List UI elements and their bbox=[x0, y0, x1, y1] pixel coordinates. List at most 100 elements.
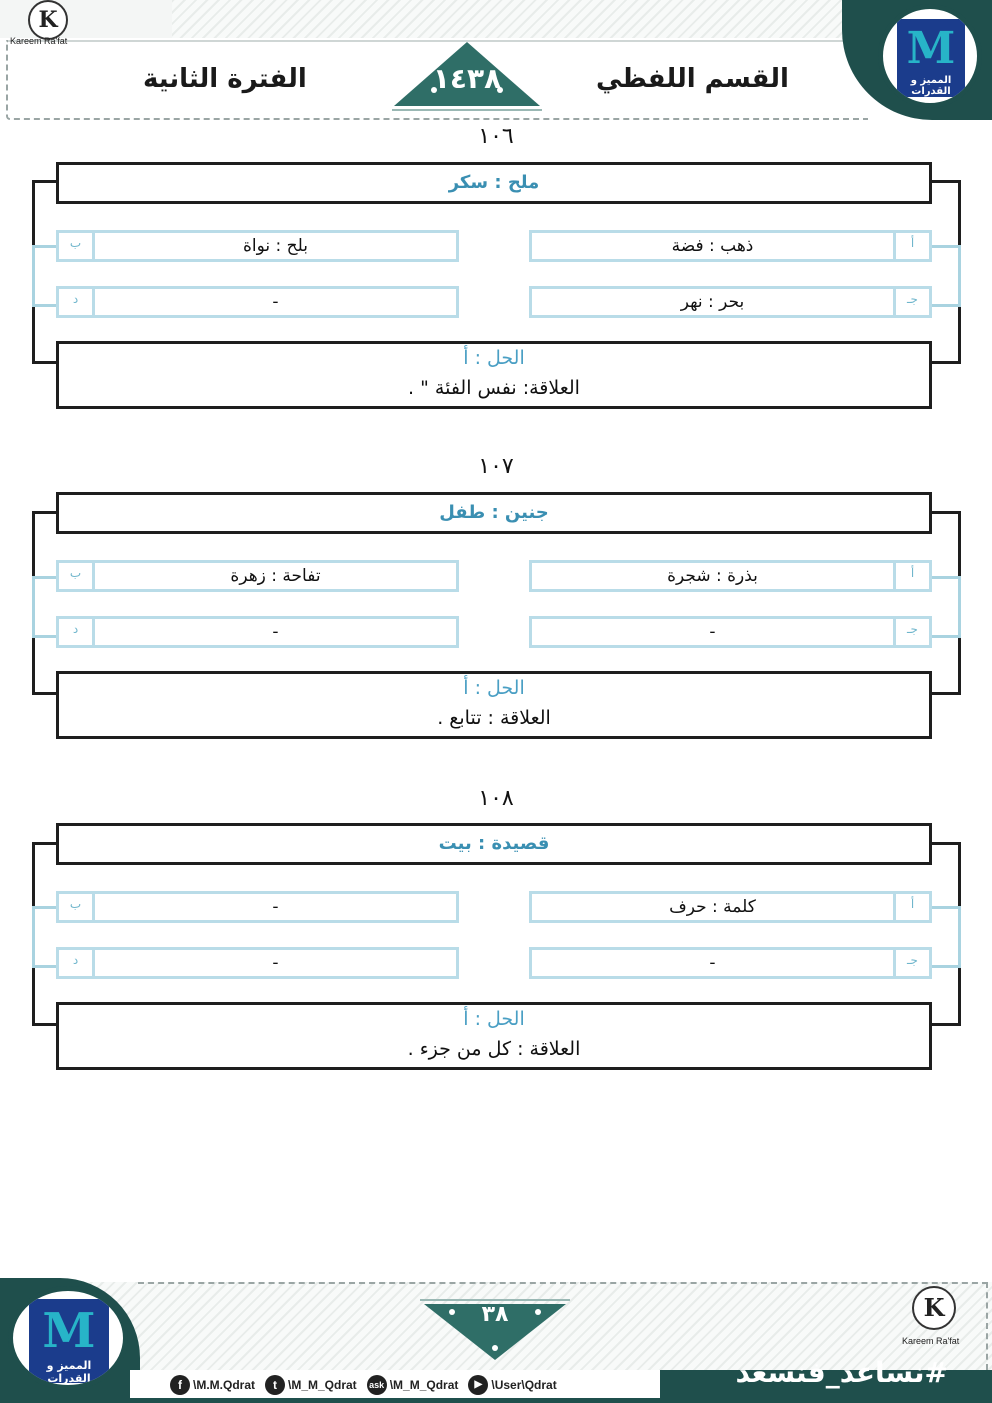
page-badge-icon bbox=[420, 1298, 570, 1364]
divider bbox=[893, 563, 896, 589]
book-icon bbox=[29, 1299, 109, 1383]
question-stem: جنين : طفل bbox=[56, 492, 932, 534]
facebook-icon: f bbox=[170, 1375, 190, 1395]
emblem-text: المميز و القدرات bbox=[46, 1359, 92, 1385]
question-number: ١٠٧ bbox=[478, 454, 514, 479]
divider bbox=[92, 563, 95, 589]
option-letter: د bbox=[72, 292, 79, 306]
option-text: - bbox=[272, 897, 279, 917]
relation-text: العلاقة : كل من جزء . bbox=[407, 1038, 581, 1060]
divider bbox=[893, 289, 896, 315]
option-text: بحر : نهر bbox=[680, 292, 745, 312]
option-text: - bbox=[272, 622, 279, 642]
year-badge-icon bbox=[392, 40, 542, 112]
year-label: ١٤٣٨ bbox=[432, 62, 502, 95]
divider bbox=[92, 894, 95, 920]
hashtag-text: #نساعد_فنسعد bbox=[735, 1356, 948, 1389]
social-facebook[interactable]: f \M.M.Qdrat bbox=[170, 1375, 255, 1395]
option-a[interactable]: أ كلمة : حرف bbox=[529, 891, 932, 923]
option-b[interactable]: ب - bbox=[56, 891, 459, 923]
option-letter: ب bbox=[69, 236, 82, 250]
emblem-text: المميز و القدرات bbox=[910, 75, 952, 97]
solution-label: الحل : أ bbox=[463, 677, 525, 699]
ask-icon: ask bbox=[366, 1375, 387, 1395]
question-stem: قصيدة : بيت bbox=[56, 823, 932, 865]
option-letter: جـ bbox=[907, 292, 918, 306]
solution-box: الحل : أ العلاقة: نفس الفئة " . bbox=[56, 341, 932, 409]
social-links: f \M.M.Qdrat t \M_M_Qdrat ask \M_M_Qdrat… bbox=[170, 1374, 557, 1396]
footer-social-strip bbox=[130, 1370, 660, 1398]
youtube-icon: ▶ bbox=[468, 1375, 489, 1395]
social-youtube[interactable]: ▶ \User\Qdrat bbox=[468, 1375, 557, 1395]
option-letter: ب bbox=[69, 897, 82, 911]
option-text: - bbox=[709, 622, 716, 642]
option-text: - bbox=[272, 292, 279, 312]
option-text: - bbox=[709, 953, 716, 973]
option-d[interactable]: د - bbox=[56, 286, 459, 318]
divider bbox=[893, 619, 896, 645]
options-bracket-right bbox=[932, 906, 961, 968]
divider bbox=[92, 950, 95, 976]
option-text: - bbox=[272, 953, 279, 973]
logo-caption: Kareem Ra'fat bbox=[902, 1336, 960, 1346]
question-number: ١٠٨ bbox=[478, 786, 514, 811]
divider bbox=[893, 233, 896, 259]
option-b[interactable]: ب بلح : نواة bbox=[56, 230, 459, 262]
option-text: بلح : نواة bbox=[242, 236, 308, 256]
options-bracket-right bbox=[932, 245, 961, 307]
option-letter: أ bbox=[910, 236, 915, 250]
option-c[interactable]: جـ - bbox=[529, 947, 932, 979]
option-letter: أ bbox=[910, 566, 915, 580]
relation-text: العلاقة : تتابع . bbox=[437, 707, 551, 729]
option-letter: جـ bbox=[907, 953, 918, 967]
k-logo-icon: K bbox=[28, 0, 68, 40]
option-letter: أ bbox=[910, 897, 915, 911]
question-number: ١٠٦ bbox=[478, 124, 514, 149]
period-title: الفترة الثانية bbox=[143, 64, 307, 94]
social-handle: \M_M_Qdrat bbox=[288, 1378, 357, 1392]
option-d[interactable]: د - bbox=[56, 616, 459, 648]
page-number: ٣٨ bbox=[481, 1302, 509, 1327]
emblem-logo: M المميز و القدرات bbox=[878, 4, 982, 108]
option-c[interactable]: جـ - bbox=[529, 616, 932, 648]
solution-box: الحل : أ العلاقة : كل من جزء . bbox=[56, 1002, 932, 1070]
social-ask[interactable]: ask \M_M_Qdrat bbox=[366, 1375, 458, 1395]
solution-label: الحل : أ bbox=[463, 1008, 525, 1030]
options-bracket-left bbox=[32, 906, 59, 968]
options-bracket-right bbox=[932, 576, 961, 638]
footer-dashed-frame bbox=[138, 1282, 988, 1370]
options-bracket-left bbox=[32, 245, 59, 307]
question-stem: ملح : سكر bbox=[56, 162, 932, 204]
k-logo-icon: K bbox=[912, 1286, 956, 1330]
header-logo: K Kareem Ra'fat bbox=[10, 0, 90, 50]
option-a[interactable]: أ بذرة : شجرة bbox=[529, 560, 932, 592]
book-icon bbox=[897, 19, 965, 97]
option-letter: جـ bbox=[907, 622, 918, 636]
header-dashed-frame bbox=[6, 40, 868, 120]
solution-box: الحل : أ العلاقة : تتابع . bbox=[56, 671, 932, 739]
divider bbox=[92, 289, 95, 315]
option-text: تفاحة : زهرة bbox=[230, 566, 321, 586]
option-letter: د bbox=[72, 622, 79, 636]
emblem-m-icon: M bbox=[906, 23, 956, 74]
option-letter: ب bbox=[69, 566, 82, 580]
option-d[interactable]: د - bbox=[56, 947, 459, 979]
social-twitter[interactable]: t \M_M_Qdrat bbox=[265, 1375, 357, 1395]
twitter-icon: t bbox=[265, 1375, 285, 1395]
divider bbox=[893, 894, 896, 920]
social-handle: \User\Qdrat bbox=[491, 1378, 557, 1392]
option-c[interactable]: جـ بحر : نهر bbox=[529, 286, 932, 318]
divider bbox=[92, 233, 95, 259]
header-frame bbox=[6, 40, 866, 42]
solution-label: الحل : أ bbox=[463, 347, 525, 369]
divider bbox=[893, 950, 896, 976]
options-bracket-left bbox=[32, 576, 59, 638]
option-b[interactable]: ب تفاحة : زهرة bbox=[56, 560, 459, 592]
relation-text: العلاقة: نفس الفئة " . bbox=[408, 377, 580, 399]
option-letter: د bbox=[72, 953, 79, 967]
option-text: كلمة : حرف bbox=[669, 897, 756, 917]
option-a[interactable]: أ ذهب : فضة bbox=[529, 230, 932, 262]
logo-caption: Kareem Ra'fat bbox=[10, 36, 68, 46]
divider bbox=[92, 619, 95, 645]
option-text: ذهب : فضة bbox=[671, 236, 754, 256]
